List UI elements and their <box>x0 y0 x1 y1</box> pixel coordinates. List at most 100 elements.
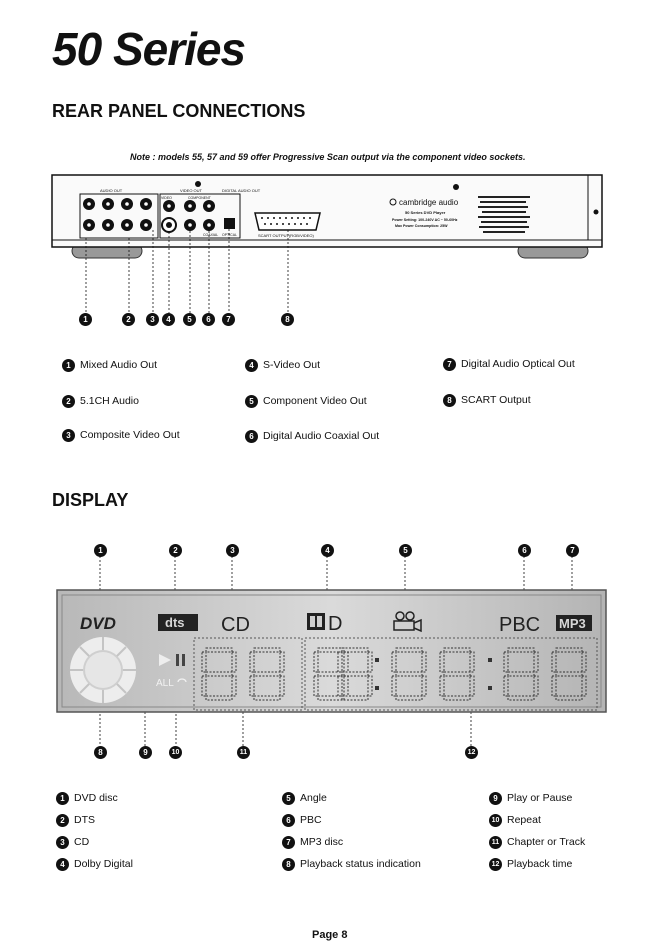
scart-connector <box>254 212 321 231</box>
page-number: Page 8 <box>312 929 348 941</box>
rear-callout-7: 7 <box>222 313 235 326</box>
digital-audio-out-label: DIGITAL AUDIO OUT <box>222 188 261 193</box>
digit-segment <box>317 695 345 701</box>
digit-segment <box>341 671 369 677</box>
digit-segment <box>313 675 319 697</box>
digit-segment <box>551 675 557 697</box>
video-out-label: VIDEO OUT <box>180 188 203 193</box>
rear-callout-3: 3 <box>146 313 159 326</box>
digit-segment <box>533 675 539 697</box>
digit-segment <box>201 675 207 697</box>
play-pause-icon <box>159 654 185 666</box>
pbc-indicator: PBC <box>499 614 540 636</box>
display-callout-6: 6 <box>518 544 531 557</box>
dts-indicator: dts <box>165 615 185 630</box>
video-label: VIDEO <box>161 196 172 200</box>
svg-text:D: D <box>328 613 342 635</box>
display-callout-5: 5 <box>399 544 412 557</box>
rear-callout-2: 2 <box>122 313 135 326</box>
digit-segment <box>469 675 475 697</box>
playback-status-wheel <box>70 637 136 703</box>
screw <box>453 184 459 190</box>
digit-segment <box>439 651 445 673</box>
digit-segment <box>253 671 281 677</box>
vfd-display-diagram: DVD dts CD D PBC MP3 ALL <box>56 556 607 746</box>
digit-segment <box>279 675 285 697</box>
digit-segment <box>367 651 373 673</box>
display-callout-10: 10 <box>169 746 182 759</box>
display-callout-8: 8 <box>94 746 107 759</box>
screw <box>195 181 201 187</box>
repeat-all-indicator: ALL <box>156 678 174 689</box>
digit-segment <box>391 675 397 697</box>
display-callout-7: 7 <box>566 544 579 557</box>
optical-label: OPTICAL <box>222 233 237 237</box>
digit-segment <box>249 675 255 697</box>
digit-segment <box>395 671 423 677</box>
display-callout-3: 3 <box>226 544 239 557</box>
digit-segment <box>507 695 535 701</box>
rear-panel-title: REAR PANEL CONNECTIONS <box>52 101 306 121</box>
power-consumption-label: Max Power Consumption: 25W <box>395 224 448 228</box>
audio-out-label: AUDIO OUT <box>100 188 123 193</box>
digit-segment <box>555 647 583 653</box>
digit-segment <box>337 651 343 673</box>
digit-segment <box>443 695 471 701</box>
digit-segment <box>555 695 583 701</box>
rear-callout-1: 1 <box>79 313 92 326</box>
digit-segment <box>279 651 285 673</box>
progressive-scan-note: Note : models 55, 57 and 59 offer Progre… <box>130 152 526 162</box>
display-callout-12: 12 <box>465 746 478 759</box>
digit-segment <box>421 675 427 697</box>
digit-segment <box>341 647 369 653</box>
digit-segment <box>443 647 471 653</box>
display-callout-9: 9 <box>139 746 152 759</box>
digit-segment <box>205 671 233 677</box>
display-title: DISPLAY <box>52 490 129 510</box>
digit-segment <box>533 651 539 673</box>
digit-segment <box>201 651 207 673</box>
digit-segment <box>421 651 427 673</box>
digit-segment <box>341 695 369 701</box>
display-callout-11: 11 <box>237 746 250 759</box>
display-callout-4: 4 <box>321 544 334 557</box>
digit-segment <box>205 647 233 653</box>
digit-segment <box>551 651 557 673</box>
digit-segment <box>443 671 471 677</box>
mp3-indicator: MP3 <box>559 616 586 631</box>
model-label: 50 Series DVD Player <box>405 210 446 215</box>
rear-panel-diagram: AUDIO OUT VIDEO OUT DIGITAL AUDIO OUT VI… <box>51 174 603 313</box>
display-callout-2: 2 <box>169 544 182 557</box>
digit-segment <box>317 671 345 677</box>
rear-callout-lines <box>85 229 289 313</box>
power-setting-label: Power Setting: 100-240V AC ~ 50-60Hz <box>392 218 458 222</box>
digit-segment <box>503 651 509 673</box>
digit-segment <box>253 647 281 653</box>
digit-segment <box>507 647 535 653</box>
digit-segment <box>205 695 233 701</box>
brand-label: cambridge audio <box>399 198 459 207</box>
digit-segment <box>581 675 587 697</box>
dvd-indicator: DVD <box>80 614 116 633</box>
digit-segment <box>231 651 237 673</box>
rear-callout-8: 8 <box>281 313 294 326</box>
digit-segment <box>581 651 587 673</box>
digit-segment <box>503 675 509 697</box>
scart-output-label: SCART OUTPUT(RGB/VIDEO) <box>258 233 315 238</box>
chapter-track-box <box>193 637 303 711</box>
optical-jack <box>224 218 235 229</box>
dolby-digital-indicator: D <box>307 613 342 635</box>
digit-segment <box>395 647 423 653</box>
digit-segment <box>439 675 445 697</box>
digit-segment <box>395 695 423 701</box>
series-title: 50 Series <box>52 23 246 75</box>
digit-segment <box>337 675 343 697</box>
playback-time-box <box>304 637 598 711</box>
digit-segment <box>469 651 475 673</box>
digit-segment <box>555 671 583 677</box>
digit-segment <box>253 695 281 701</box>
digit-segment <box>367 675 373 697</box>
digit-segment <box>313 651 319 673</box>
digit-segment <box>317 647 345 653</box>
vfd-panel <box>56 589 607 713</box>
